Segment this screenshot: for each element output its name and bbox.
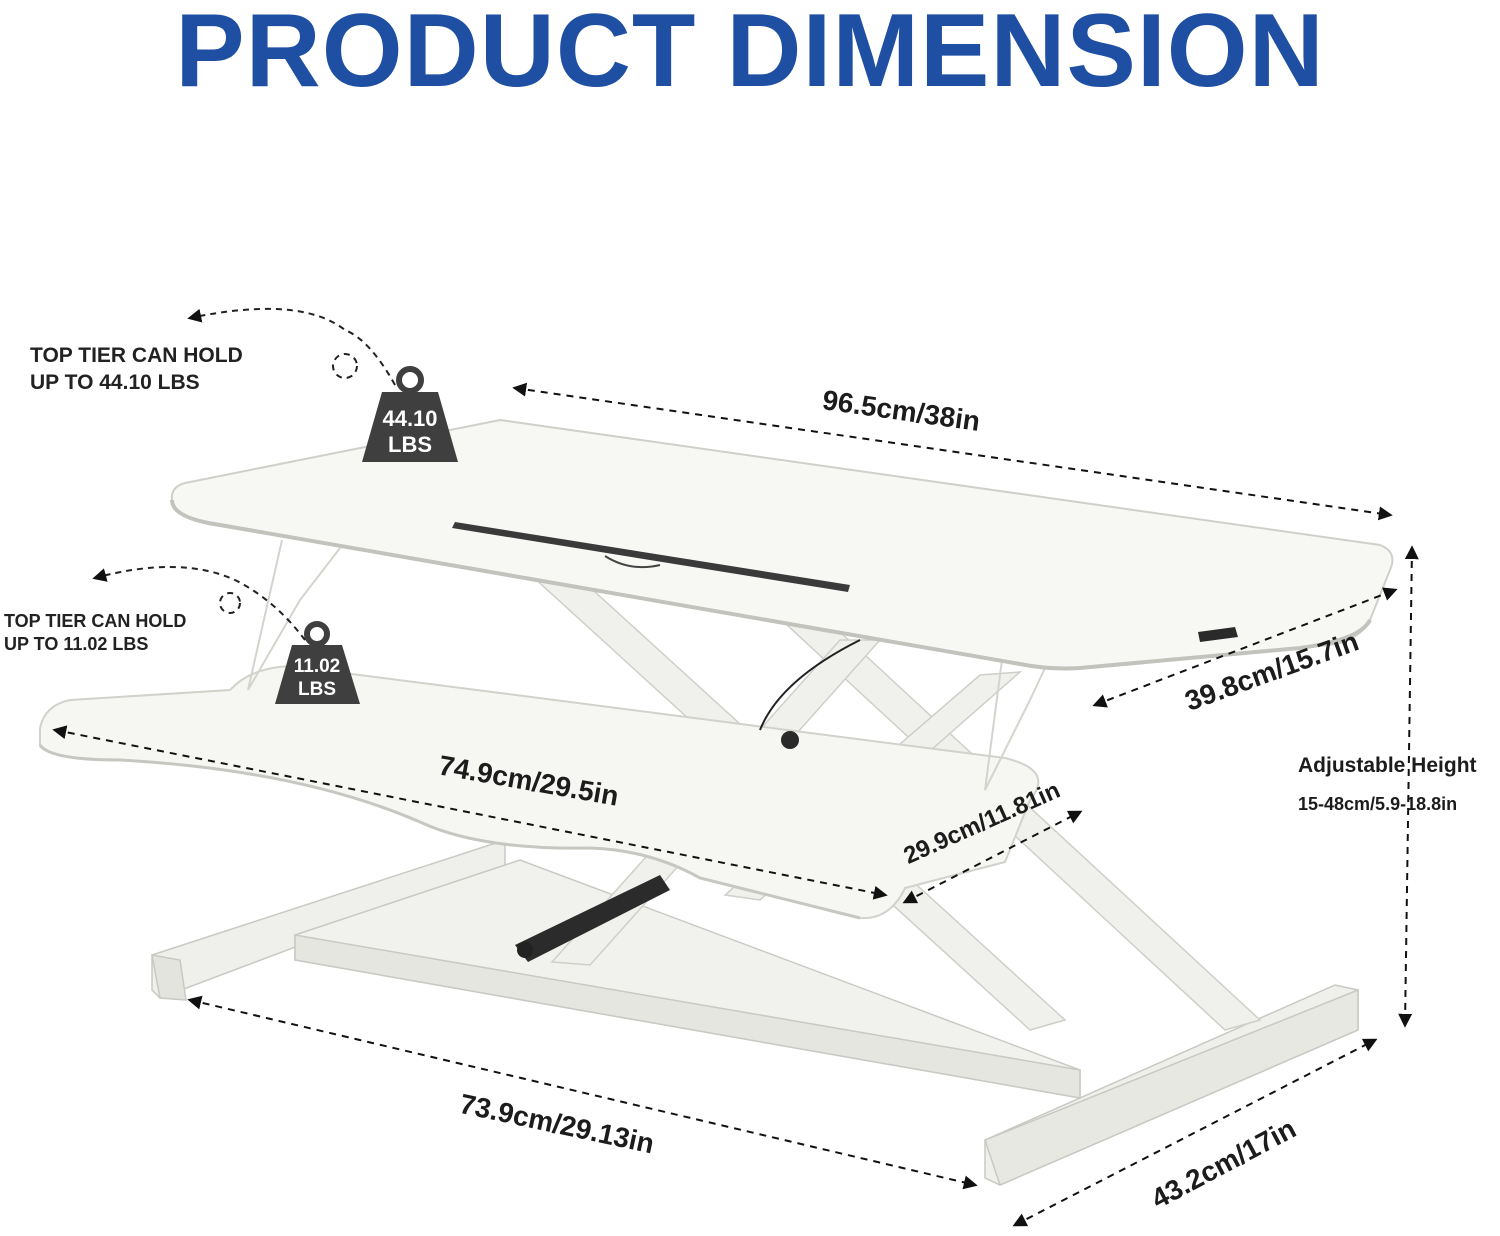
dim-base-width: 73.9cm/29.13in [457,1088,657,1159]
weight-badge-top: 44.10 LBS [362,366,458,462]
callout-arrows [92,307,396,641]
lower-tier-note-line2: UP TO 11.02 LBS [4,634,149,654]
page-title: PRODUCT DIMENSION [175,0,1325,109]
top-brackets [247,539,1046,791]
top-tier-note: TOP TIER CAN HOLD UP TO 44.10 LBS [30,342,243,396]
weight-top-unit: LBS [388,432,432,457]
height-label: Adjustable Height [1298,754,1477,777]
dim-top-width: 96.5cm/38in [821,384,983,437]
dim-base-depth: 43.2cm/17in [1146,1113,1301,1215]
weight-top-value: 44.10 [382,406,437,431]
cable [759,639,861,731]
weight-badge-lower: 11.02 LBS [275,621,360,704]
lower-tier-note: TOP TIER CAN HOLD UP TO 11.02 LBS [4,610,186,656]
top-desk [170,418,1394,671]
dimension-lines [52,382,1419,1227]
height-value: 15-48cm/5.9-18.8in [1298,794,1457,814]
top-tier-note-line2: UP TO 44.10 LBS [30,371,200,394]
top-tier-note-line1: TOP TIER CAN HOLD [30,344,243,367]
weight-lower-value: 11.02 [294,656,341,677]
lower-tier-note-line1: TOP TIER CAN HOLD [4,611,187,631]
weight-lower-unit: LBS [298,679,336,700]
